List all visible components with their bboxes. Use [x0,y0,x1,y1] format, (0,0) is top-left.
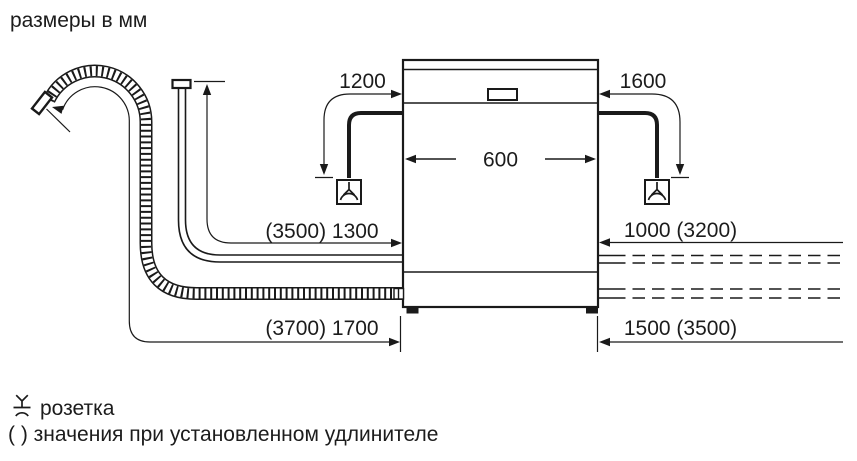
power-cable-right [598,111,659,178]
arrowhead [391,89,402,99]
foot-right [586,307,598,314]
page-title: размеры в мм [10,9,147,32]
arrowhead [599,337,610,347]
dim-inlet-right: 1000 (3200) [599,219,843,247]
dim-label-width: 600 [483,149,518,172]
hose-continuation-right [598,254,846,299]
dim-cable-left: 1200 [315,70,402,179]
legend-note: ( ) значения при установленном удлинител… [8,423,438,446]
arrowhead [202,84,212,95]
arrowhead [599,238,610,247]
dim-appliance-width: 600 [405,149,596,172]
power-cable-left [347,111,403,178]
legend: розетка ( ) значения при установленном у… [8,394,438,446]
legend-socket-icon [13,394,31,417]
drain-hose [30,64,403,300]
drain-hose-end-fitting [30,90,54,116]
socket-icon-left [336,179,362,205]
arrowhead [599,89,610,99]
arrowhead [585,154,596,164]
dim-label-drain-right: 1500 (3500) [624,317,737,340]
arrowhead [52,105,64,114]
dim-label-supply-left: (3500) 1300 [265,220,378,243]
arrowhead [319,164,329,175]
supply-hose-cap [171,78,192,90]
dim-drain-hose-left: (3700) 1700 [46,86,402,352]
foot-left [406,307,419,314]
arrowhead [389,337,400,347]
arrowhead [675,164,685,175]
dishwasher-outline [393,58,600,314]
dim-drain-right: 1500 (3500) [596,316,843,352]
socket-icon-right [644,179,670,205]
dim-label-inlet-right: 1000 (3200) [624,219,737,242]
arrowhead [391,238,402,248]
control-panel-display [487,88,518,101]
supply-hose [171,78,403,263]
dim-cable-right: 1600 [599,70,689,179]
dim-label-cable-left: 1200 [339,70,386,93]
dim-label-drain-left: (3700) 1700 [265,317,378,340]
arrowhead [405,154,416,164]
legend-socket-label: розетка [40,397,115,420]
dim-label-cable-right: 1600 [620,70,667,93]
dim-supply-hose-left: (3500) 1300 [194,80,402,248]
